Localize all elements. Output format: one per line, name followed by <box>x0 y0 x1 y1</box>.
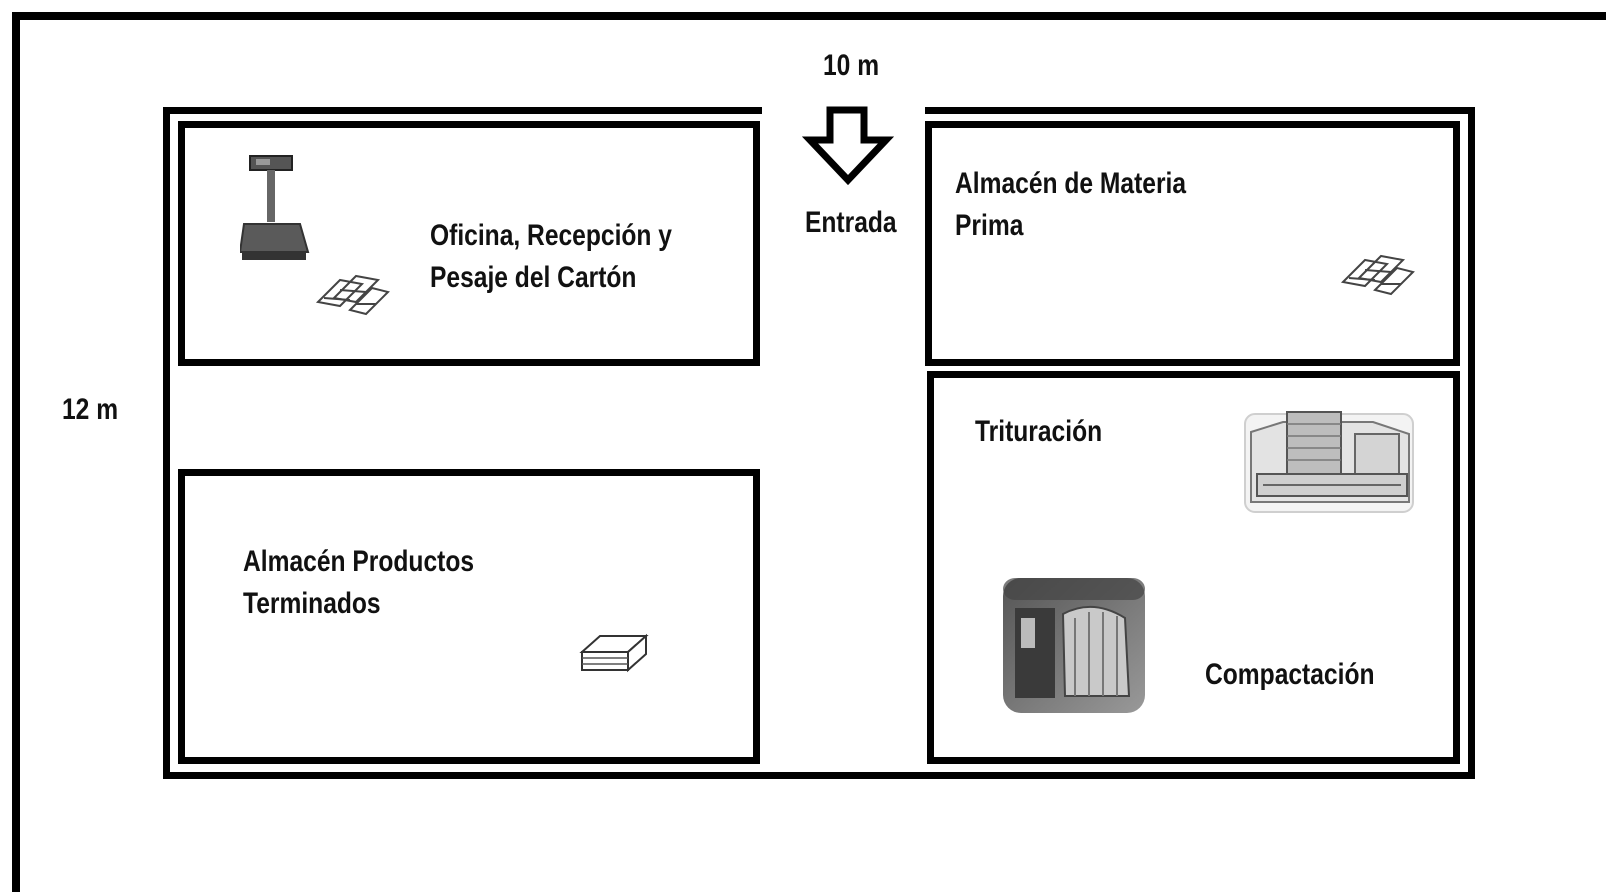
office-label-line2: Pesaje del Cartón <box>430 261 637 294</box>
raw-material-label-line2: Prima <box>955 209 1024 242</box>
office-label-line1: Oficina, Recepción y <box>430 219 672 252</box>
cardboard-sheets-icon <box>315 274 390 316</box>
site-boundary <box>12 12 1606 892</box>
raw-material-storage-room <box>925 121 1460 366</box>
entrance-label: Entrada <box>805 206 897 239</box>
weighing-scale-icon <box>240 155 310 260</box>
compaction-label: Compactación <box>1205 658 1375 691</box>
finished-goods-label-line1: Almacén Productos <box>243 545 475 578</box>
crushing-label: Trituración <box>975 415 1103 448</box>
raw-material-label-line1: Almacén de Materia <box>955 167 1187 200</box>
width-dimension-label: 10 m <box>823 49 880 82</box>
shredder-machine-icon <box>1244 411 1414 513</box>
cardboard-sheets-icon <box>1340 254 1415 296</box>
baler-machine-icon <box>1003 578 1145 713</box>
finished-goods-storage-room <box>178 469 760 764</box>
finished-goods-label-line2: Terminados <box>243 587 381 620</box>
height-dimension-label: 12 m <box>62 393 119 426</box>
stacked-paper-icon <box>579 633 649 673</box>
down-arrow-icon <box>802 106 894 186</box>
